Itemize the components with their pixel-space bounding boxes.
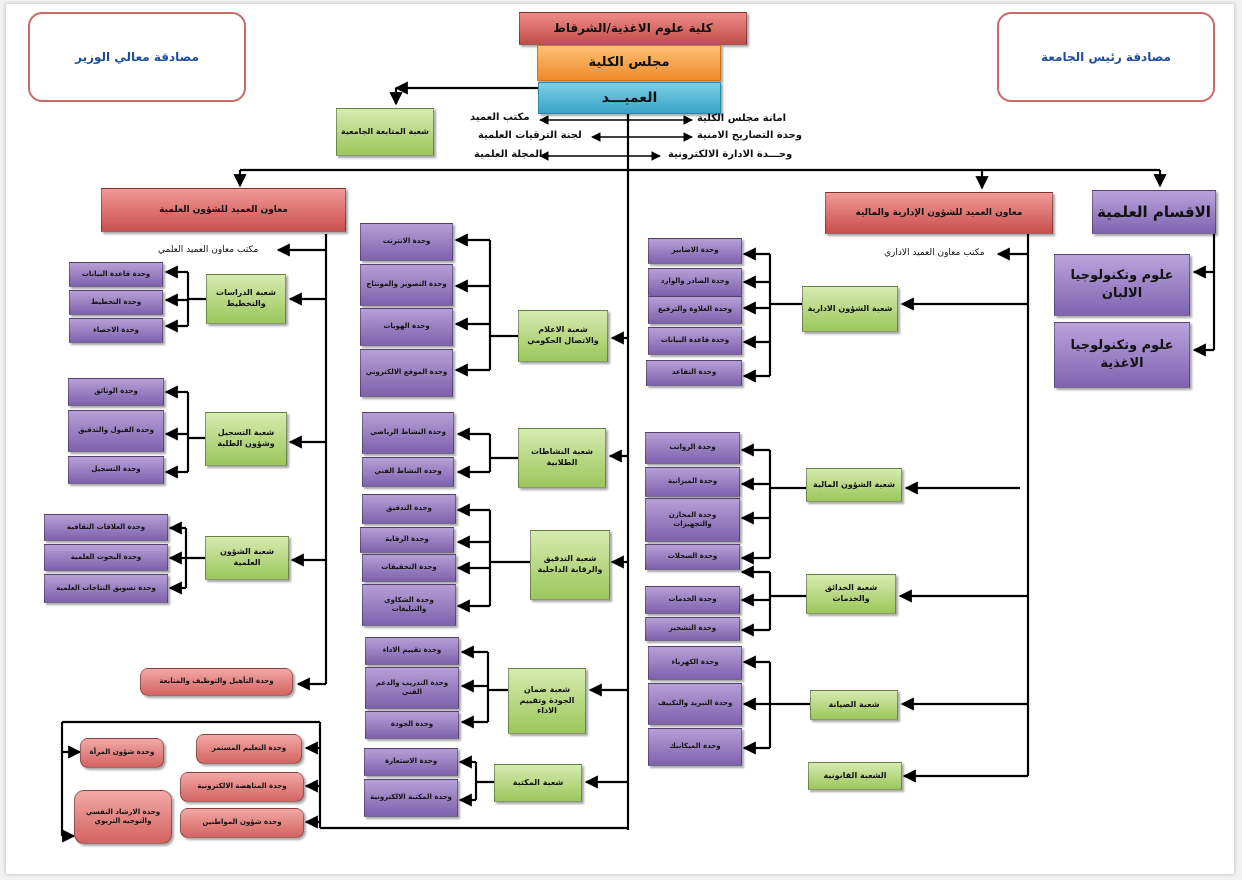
unit-files: وحدة الاضابير xyxy=(648,238,742,264)
unit-investigations: وحدة التحقيقات xyxy=(362,554,456,582)
food-department-box: علوم وتكنولوجيا الاغذية xyxy=(1054,322,1190,388)
security-clearance-label: وحدة التصاريح الامنية xyxy=(697,130,802,141)
dean-office-label: مكتب العميد xyxy=(470,112,530,123)
unit-training-support: وحدة التدريب والدعم الفني xyxy=(365,667,459,709)
admin-deputy-office-label: مكتب معاون العميد الاداري xyxy=(884,248,985,258)
unit-website: وحدة الموقع الالكتروني xyxy=(360,349,453,397)
unit-women-affairs: وحدة شؤون المرأة xyxy=(80,738,164,768)
studies-planning-division: شعبة الدراسات والتخطيط xyxy=(206,274,286,324)
promotions-committee-label: لجنة الترقيات العلمية xyxy=(478,130,582,141)
president-approval-box: مصادقة رئيس الجامعة xyxy=(997,12,1215,102)
unit-complaints: وحدة الشكاوى والتبليغات xyxy=(362,584,456,626)
unit-registration: وحدة التسجيل xyxy=(68,456,164,484)
unit-services: وحدة الخدمات xyxy=(645,586,740,614)
journal-label: المجلة العلمية xyxy=(474,149,543,160)
admin-deputy-box: معاون العميد للشؤون الإدارية والمالية xyxy=(825,192,1053,234)
unit-mechanics: وحدة الميكانيك xyxy=(648,728,742,766)
minister-approval-text: مصادقة معالي الوزير xyxy=(75,50,199,64)
unit-citizens-affairs: وحدة شؤون المواطنين xyxy=(180,808,304,838)
unit-admission: وحدة القبول والتدقيق xyxy=(68,410,164,452)
unit-e-library: وحدة المكتبة الالكترونية xyxy=(364,779,458,817)
unit-control: وحدة الرقابة xyxy=(360,527,454,553)
unit-admin-database: وحدة قاعدة البيانات xyxy=(648,327,742,355)
unit-marketing-outputs: وحدة تسويق النتاجات العلمية xyxy=(44,574,168,603)
unit-photography: وحدة التصوير والمونتاج xyxy=(360,264,453,306)
unit-documents: وحدة الوثائق xyxy=(68,378,164,406)
maintenance-division: شعبة الصيانة xyxy=(810,690,898,720)
media-division: شعبة الاعلام والاتصال الحكومي xyxy=(518,310,608,362)
unit-scientific-research: وحدة البحوث العلمية xyxy=(44,544,168,571)
unit-cooling: وحدة التبريد والتكييف xyxy=(648,683,742,725)
gardens-services-division: شعبة الحدائق والخدمات xyxy=(806,574,896,614)
chart-sheet xyxy=(6,4,1234,874)
unit-rehabilitation: وحدة التأهيل والتوظيف والمتابعة xyxy=(140,668,293,696)
scientific-departments-box: الاقسام العلمية xyxy=(1092,190,1216,234)
unit-planning: وحدة التخطيط xyxy=(69,290,163,315)
unit-quality: وحدة الجودة xyxy=(365,711,459,739)
registration-division: شعبة التسجيل وشؤون الطلبة xyxy=(205,412,287,466)
scientific-affairs-division: شعبة الشؤون العلمية xyxy=(205,536,289,580)
unit-borrowing: وحدة الاستعارة xyxy=(364,748,458,776)
unit-budget: وحدة الميزانية xyxy=(645,467,740,497)
scientific-deputy-box: معاون العميد للشؤون العلمية xyxy=(101,188,346,232)
unit-incoming-outgoing: وحدة الصادر والوارد xyxy=(648,268,742,296)
financial-affairs-division: شعبة الشؤون المالية xyxy=(806,468,902,502)
unit-cyber-combat: وحدة المناهضة الالكترونية xyxy=(180,772,304,802)
scientific-deputy-office-label: مكتب معاون العميد العلمي xyxy=(158,245,259,255)
unit-performance-evaluation: وحدة تقييم الاداء xyxy=(365,637,459,665)
unit-psychological-guidance: وحدة الارشاد النفسي والتوجيه التربوي xyxy=(74,790,172,844)
unit-audit: وحدة التدقيق xyxy=(362,494,456,524)
follow-up-division: شعبة المتابعة الجامعية xyxy=(336,108,434,156)
dairy-department-box: علوم وتكنولوجيا الالبان xyxy=(1054,254,1190,316)
minister-approval-box: مصادقة معالي الوزير xyxy=(28,12,246,102)
unit-cultural-relations: وحدة العلاقات الثقافية xyxy=(44,514,168,541)
quality-division: شعبة ضمان الجودة وتقييم الاداء xyxy=(508,668,586,734)
unit-records: وحدة السجلات xyxy=(645,544,740,570)
unit-ids: وحدة الهويات xyxy=(360,308,453,346)
unit-continuing-education: وحدة التعليم المستمر xyxy=(196,734,302,764)
unit-stores: وحدة المخازن والتجهيزات xyxy=(645,498,740,542)
audit-division: شعبة التدقيق والرقابة الداخلية xyxy=(530,530,610,600)
unit-internet: وحدة الانترنت xyxy=(360,223,453,261)
college-title-box: كلية علوم الاغذية/الشرقاط xyxy=(519,12,747,45)
unit-salaries: وحدة الرواتب xyxy=(645,432,740,464)
unit-database: وحدة قاعدة البيانات xyxy=(69,262,163,287)
e-admin-label: وحـــدة الادارة الالكترونية xyxy=(668,149,793,160)
unit-retirement: وحدة التقاعد xyxy=(646,360,742,386)
library-division: شعبة المكتبة xyxy=(494,764,582,802)
student-activities-division: شعبة النشاطات الطلابية xyxy=(518,428,606,488)
unit-promotion: وحدة العلاوة والترفيع xyxy=(648,296,742,324)
council-secretariat-label: امانة مجلس الكلية xyxy=(697,113,786,124)
unit-electricity: وحدة الكهرباء xyxy=(648,646,742,680)
college-council-box: مجلس الكلية xyxy=(537,45,721,81)
administrative-affairs-division: شعبة الشؤون الادارية xyxy=(802,286,898,332)
unit-art-activity: وحدة النشاط الفني xyxy=(362,457,454,487)
unit-sports-activity: وحدة النشاط الرياضي xyxy=(362,412,454,454)
president-approval-text: مصادقة رئيس الجامعة xyxy=(1041,50,1171,64)
legal-division: الشعبة القانونية xyxy=(808,762,902,790)
unit-afforestation: وحدة التشجير xyxy=(645,617,740,641)
unit-statistics: وحدة الاحصاء xyxy=(69,318,163,343)
dean-box: العميـــد xyxy=(538,82,721,114)
